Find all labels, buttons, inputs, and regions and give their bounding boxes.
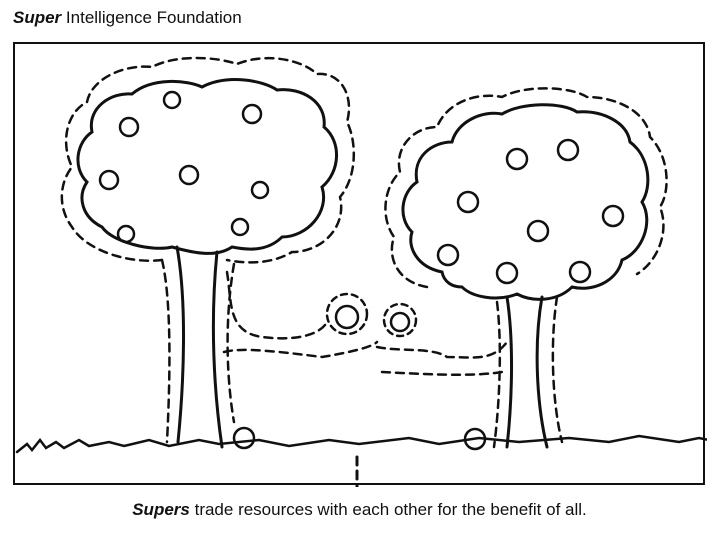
traded-fruit bbox=[325, 292, 418, 338]
trade-path-left bbox=[222, 270, 379, 359]
caption-rest: trade resources with each other for the … bbox=[194, 500, 587, 519]
page-title: Super Intelligence Foundation bbox=[13, 8, 242, 28]
trees-illustration bbox=[15, 56, 707, 487]
right-tree-crown-dashes bbox=[384, 87, 668, 289]
oranges bbox=[436, 138, 625, 451]
brand-rest: Intelligence Foundation bbox=[65, 8, 242, 27]
left-tree-crown-dashes bbox=[60, 56, 356, 264]
caption: Supers trade resources with each other f… bbox=[0, 500, 719, 520]
right-tree-crown bbox=[401, 103, 650, 301]
apples bbox=[98, 90, 270, 450]
brand-bold: Super bbox=[13, 8, 62, 27]
left-tree-crown bbox=[76, 78, 338, 255]
left-tree-trunk bbox=[175, 245, 224, 449]
ground-grass bbox=[15, 434, 707, 454]
trade-path-right bbox=[375, 340, 509, 376]
right-tree-trunk bbox=[505, 295, 549, 449]
caption-bold: Supers bbox=[132, 500, 190, 519]
illustration-frame bbox=[13, 42, 707, 487]
